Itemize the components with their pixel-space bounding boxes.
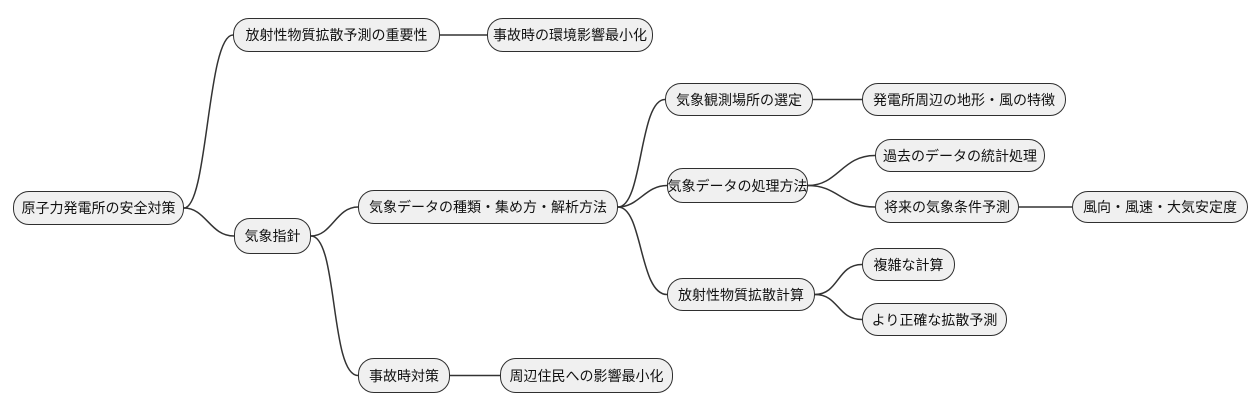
edge-dispersion-calc-to-accurate-prediction: [814, 293, 863, 321]
node-environment-impact-minimization[interactable]: 事故時の環境影響最小化: [487, 18, 653, 52]
node-weather-data-collection-analysis[interactable]: 気象データの種類・集め方・解析方法: [358, 190, 618, 224]
node-future-weather-forecast[interactable]: 将来の気象条件予測: [875, 191, 1019, 223]
edge-data-methods-to-dispersion-calc: [617, 206, 668, 296]
node-resident-impact-minimization[interactable]: 周辺住民への影響最小化: [500, 358, 673, 393]
node-weather-guideline[interactable]: 気象指針: [234, 218, 311, 254]
node-dispersion-calculation[interactable]: 放射性物質拡散計算: [667, 278, 815, 311]
edge-dispersion-calc-to-complex-calc: [814, 263, 863, 296]
node-root[interactable]: 原子力発電所の安全対策: [13, 191, 184, 225]
node-past-data-statistics[interactable]: 過去のデータの統計処理: [875, 139, 1045, 172]
node-wind-direction-speed-stability[interactable]: 風向・風速・大気安定度: [1072, 191, 1248, 223]
edge-weather-guideline-to-accident-measures: [310, 235, 359, 377]
edge-data-processing-to-future-forecast: [807, 184, 876, 208]
edge-data-methods-to-observation-site: [617, 98, 666, 208]
edge-data-processing-to-past-statistics: [807, 154, 876, 187]
node-accurate-dispersion-prediction[interactable]: より正確な拡散予測: [862, 303, 1007, 336]
edge-data-methods-to-data-processing: [617, 184, 668, 208]
node-terrain-wind-features[interactable]: 発電所周辺の地形・風の特徴: [862, 83, 1066, 116]
node-complex-calculation[interactable]: 複雑な計算: [862, 248, 955, 281]
edge-weather-guideline-to-data-methods: [310, 206, 359, 237]
edge-root-to-weather-guideline: [183, 207, 235, 237]
edge-root-to-dispersion-importance: [183, 34, 234, 209]
node-observation-site-selection[interactable]: 気象観測場所の選定: [665, 83, 813, 116]
node-dispersion-prediction-importance[interactable]: 放射性物質拡散予測の重要性: [233, 18, 440, 52]
node-weather-data-processing[interactable]: 気象データの処理方法: [667, 168, 808, 203]
node-accident-measures[interactable]: 事故時対策: [358, 358, 450, 393]
